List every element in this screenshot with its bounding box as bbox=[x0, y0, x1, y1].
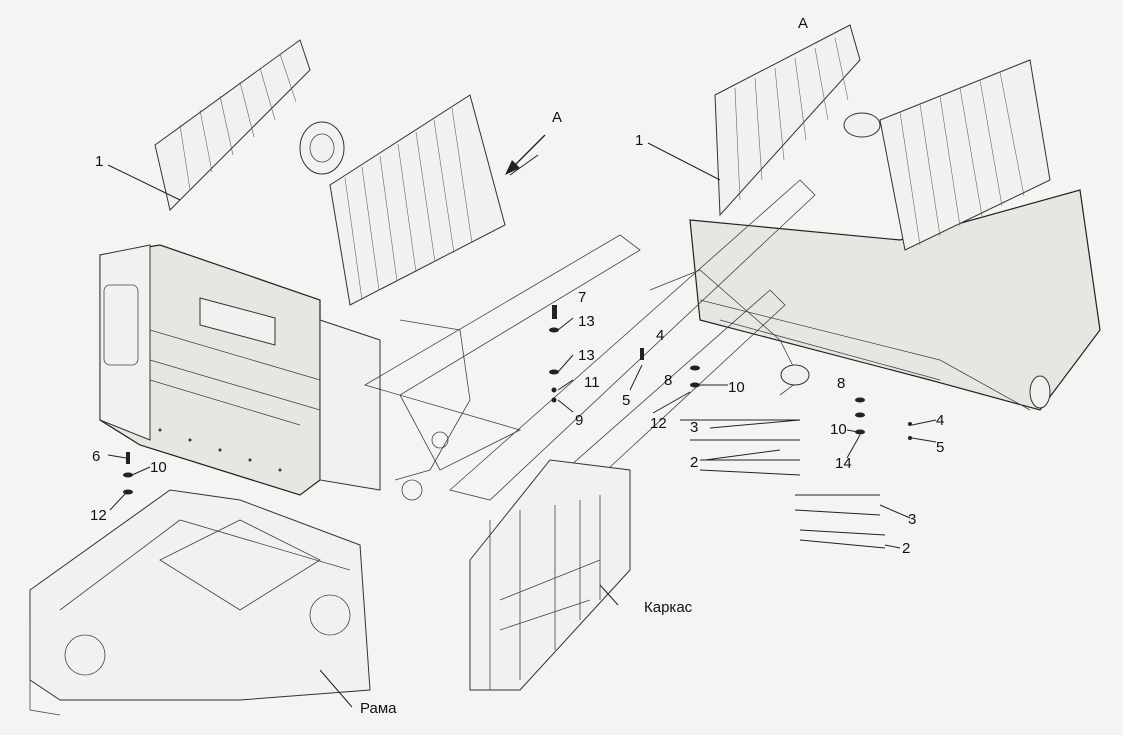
part-label-2-right: 2 bbox=[902, 540, 910, 557]
part-label-3-mid: 3 bbox=[690, 419, 698, 436]
part-label-2-mid: 2 bbox=[690, 454, 698, 471]
part-label-9: 9 bbox=[575, 412, 583, 429]
part-label-6: 6 bbox=[92, 448, 100, 465]
part-label-12-left: 12 bbox=[90, 507, 107, 524]
left-cabin-assembly bbox=[99, 39, 506, 501]
part-label-3-right: 3 bbox=[908, 511, 916, 528]
part-label-12-mid: 12 bbox=[650, 415, 667, 432]
part-label-11: 11 bbox=[584, 374, 600, 391]
labels: A A 1 1 7 13 13 11 9 4 5 8 10 12 3 2 8 1… bbox=[90, 15, 944, 717]
label-karkas: Каркас bbox=[644, 599, 693, 616]
frame-karkas bbox=[469, 459, 631, 691]
view-arrow bbox=[505, 134, 546, 175]
part-label-4-mid: 4 bbox=[656, 327, 664, 344]
part-label-5-mid: 5 bbox=[622, 392, 630, 409]
part-label-13-a: 13 bbox=[578, 313, 595, 330]
part-label-10-mid: 10 bbox=[728, 379, 745, 396]
part-label-10-left: 10 bbox=[150, 459, 167, 476]
label-rama: Рама bbox=[360, 700, 397, 717]
strip-parts bbox=[680, 419, 886, 549]
part-label-1-right: 1 bbox=[635, 132, 643, 149]
part-label-14: 14 bbox=[835, 455, 852, 472]
part-label-8-right: 8 bbox=[837, 375, 845, 392]
part-label-4-right: 4 bbox=[936, 412, 944, 429]
fasteners bbox=[123, 305, 912, 495]
view-marker-a-left: A bbox=[552, 109, 562, 126]
part-label-5-right: 5 bbox=[936, 439, 944, 456]
leader-lines bbox=[107, 142, 937, 708]
part-label-8-mid: 8 bbox=[664, 372, 672, 389]
part-label-7: 7 bbox=[578, 289, 586, 306]
right-cabin-assembly bbox=[649, 24, 1101, 411]
part-label-10-right: 10 bbox=[830, 421, 847, 438]
part-label-1-left: 1 bbox=[95, 153, 103, 170]
part-label-13-b: 13 bbox=[578, 347, 595, 364]
view-marker-a-right: A bbox=[798, 15, 808, 32]
frame-rama bbox=[29, 489, 371, 716]
